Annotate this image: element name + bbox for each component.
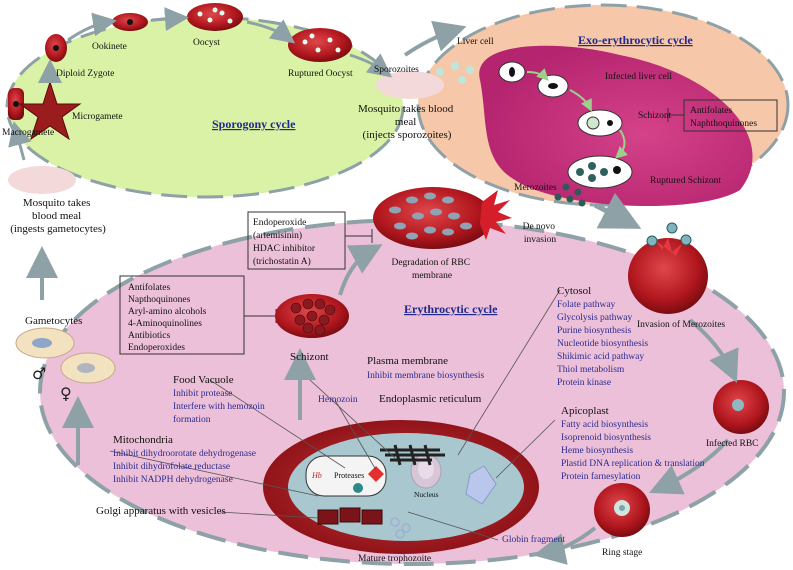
arrow-schizont-to-degradation (338, 244, 383, 296)
mature-trophozoite-label: Mature trophozoite (358, 554, 431, 564)
apicoplast-list: Fatty acid biosynthesis Isoprenoid biosy… (561, 420, 707, 482)
mosquito-ingest-label: Mosquito takes blood meal (ingests gamet… (10, 197, 106, 235)
endo-inhibit-line (345, 229, 373, 243)
schizont-liver-cell (577, 109, 623, 137)
er-mesh (380, 444, 445, 466)
infected-liver-cell-1 (537, 74, 569, 98)
golgi-vesicles (390, 517, 411, 539)
cytosol-list: Folate pathway Glycolysis pathway Purine… (557, 300, 650, 388)
nucleus-label: Nucleus (414, 490, 439, 499)
male-symbol: ♂ (32, 364, 46, 383)
macrogamete-cell (8, 88, 24, 120)
golgi-apparatus (317, 507, 383, 525)
mito-list: Inhibit dihydroorotate dehydrogenase Inh… (113, 449, 258, 485)
ruptured-oocyst-label: Ruptured Oocyst (288, 69, 353, 79)
vacuole-title: Food Vacuole (173, 374, 234, 386)
plasma-title: Plasma membrane (367, 355, 448, 367)
merozoite-attach (646, 222, 692, 247)
invasion-rbc-cell (628, 238, 708, 314)
liver-cell-label: Liver cell (457, 37, 494, 47)
er-label: Endoplasmic reticulum (379, 393, 482, 405)
degradation-rbc-cell (373, 187, 493, 249)
ookinete-label: Ookinete (92, 42, 127, 52)
arrow-ookinete-oocyst (151, 7, 189, 32)
vacuole-list: Inhibit protease Interfere with hemozoin… (173, 389, 267, 425)
arrow-zygote-ookinete (67, 12, 117, 42)
golgi-label: Golgi apparatus with vesicles (96, 505, 226, 517)
mosquito-inject (376, 71, 444, 99)
arrow-mosquito-to-macrogamete (8, 121, 32, 161)
exo-title: Exo-erythrocytic cycle (578, 33, 693, 47)
sporogony-title: Sporogony cycle (212, 117, 296, 131)
microgamete-star (18, 80, 82, 141)
ruptured-schizont-cell (567, 155, 633, 189)
globin-label: Globin fragment (502, 534, 565, 545)
arrow-merozoites-to-rbc (593, 192, 642, 229)
endo-drug-list: Endoperoxide (artemisinin) HDAC inhibito… (253, 218, 317, 267)
oocyst-label: Oocyst (193, 38, 220, 48)
arrow-oocyst-ruptured (246, 19, 296, 44)
endo-drug-box (247, 211, 346, 270)
arrow-ruptured-sporozoites (349, 53, 393, 78)
infected-liver-label: Infected liver cell (605, 71, 672, 82)
liver-sporozoite-cell (498, 61, 526, 83)
ookinete-cell (112, 13, 148, 31)
exo-schizont-label: Schizont (638, 111, 672, 121)
infected-rbc-label: Infected RBC (706, 438, 759, 449)
proteases-label: Proteases (334, 471, 364, 480)
sporozoites-label: Sporozoites (374, 65, 419, 75)
arrow-mosquito-to-liver (403, 20, 467, 57)
gametocyte-male (15, 327, 75, 359)
sporozoites-dots (436, 62, 474, 84)
macrogamete-label: Macrogamete (2, 128, 54, 138)
mosquito-ingest (8, 166, 76, 194)
gametocyte-female (60, 352, 116, 384)
hemozoin-label: Hemozoin (318, 395, 358, 405)
arrow-liver-2 (569, 89, 592, 112)
merozoite-dots (554, 183, 586, 207)
ruptured-schizont-label: Ruptured Schizont (650, 176, 721, 186)
hb-label: Hb (311, 471, 322, 480)
schizont-rbc-cell (275, 294, 349, 338)
degradation-label: Degradation of RBC membrane (391, 257, 472, 281)
arrow-liver-3 (615, 129, 628, 159)
schizont-label: Schizont (290, 351, 329, 363)
ring-stage-cell (594, 483, 650, 537)
microgamete-label: Microgamete (72, 112, 123, 122)
de-novo-label: De novo invasion (523, 222, 558, 245)
apicoplast-title: Apicoplast (561, 405, 609, 417)
mosquito-inject-label: Mosquito takes blood meal (injects sporo… (358, 103, 456, 141)
invasion-label: Invasion of Merozoites (637, 319, 725, 330)
diploid-zygote-label: Diploid Zygote (56, 69, 114, 79)
oocyst-cell (187, 3, 243, 31)
schizont-drug-box (119, 275, 245, 355)
rupture-burst (480, 190, 512, 240)
exo-inhibit-line (667, 108, 684, 122)
diploid-zygote-cell (45, 34, 67, 62)
arrow-ring-to-mature (533, 526, 597, 565)
merozoites-label: Merozoites (514, 183, 557, 193)
arrow-invasion-to-infected (688, 318, 739, 383)
leader-lines (109, 289, 561, 541)
plasma-list: Inhibit membrane biosynthesis (367, 371, 484, 381)
exo-drug-list: Antifolates Naphthoquinones (690, 105, 757, 129)
ruptured-oocyst-cell (288, 28, 352, 62)
gametocytes-label: Gametocytes (25, 315, 82, 327)
arrow-infected-to-ring (649, 438, 730, 495)
hemoglobin-diamond (368, 466, 384, 482)
arrow-liver-1 (526, 68, 549, 81)
infected-rbc-cell (713, 380, 769, 434)
mito-title: Mitochondria (113, 434, 173, 446)
female-symbol: ♀ (60, 384, 72, 403)
mature-trophozoite-cell (263, 420, 539, 554)
schizont-drug-list: Antifolates Napthoquinones Aryl-amino al… (128, 282, 209, 353)
cytosol-title: Cytosol (557, 285, 591, 297)
ring-stage-label: Ring stage (602, 548, 642, 558)
hemozoin-star (353, 483, 363, 493)
erythrocytic-title: Erythrocytic cycle (404, 302, 498, 316)
